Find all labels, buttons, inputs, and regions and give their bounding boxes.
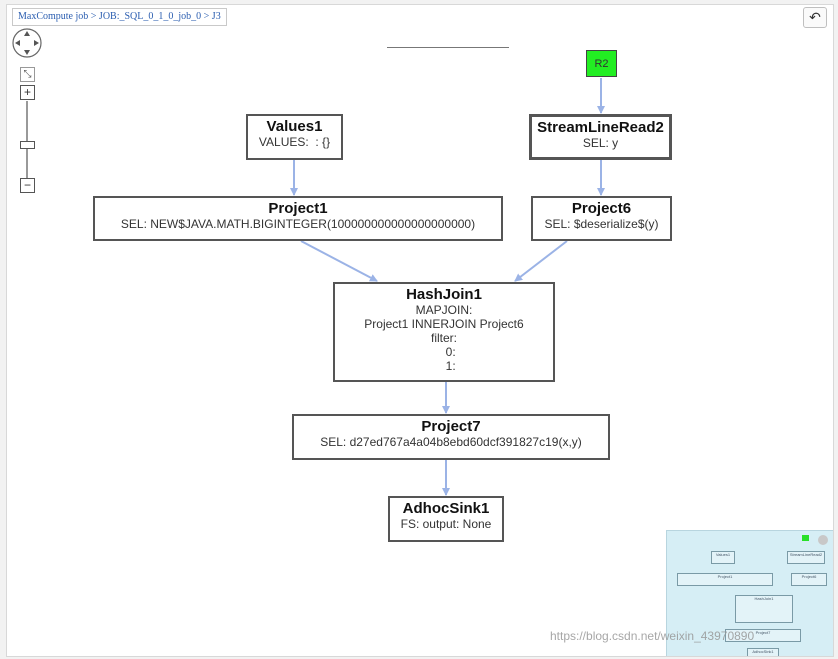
pan-up-icon[interactable] xyxy=(24,31,30,36)
minimap-node: Values1 xyxy=(711,551,735,564)
pan-right-icon[interactable] xyxy=(34,40,39,46)
node-adhocsink1[interactable]: AdhocSink1 FS: output: None xyxy=(388,496,504,542)
edges-layer xyxy=(290,78,605,496)
node-project7[interactable]: Project7 SEL: d27ed767a4a04b8ebd60dcf391… xyxy=(292,414,610,460)
watermark: https://blog.csdn.net/weixin_43970890 xyxy=(550,629,755,643)
zoom-slider-handle[interactable] xyxy=(20,141,35,149)
node-project6[interactable]: Project6 SEL: $deserialize$(y) xyxy=(531,196,672,241)
node-title: Values1 xyxy=(266,118,323,135)
node-streamlineread2[interactable]: StreamLineRead2 SEL: y xyxy=(529,114,672,160)
minimap-r2 xyxy=(802,535,809,541)
node-detail: SEL: NEW$JAVA.MATH.BIGINTEGER(1000000000… xyxy=(120,217,476,231)
node-detail: FS: output: None xyxy=(400,517,492,531)
minimap-node: Project6 xyxy=(791,573,827,586)
minimap-node: HashJoin1 xyxy=(735,595,793,623)
pan-left-icon[interactable] xyxy=(15,40,20,46)
minimap-node: StreamLineRead2 xyxy=(787,551,825,564)
zoom-in-button[interactable]: + xyxy=(20,85,35,100)
node-title: StreamLineRead2 xyxy=(537,119,664,136)
zoom-out-button[interactable]: − xyxy=(20,178,35,193)
divider xyxy=(387,47,509,48)
node-title: Project7 xyxy=(421,418,481,435)
node-values1[interactable]: Values1 VALUES: : {} xyxy=(246,114,343,160)
node-detail: SEL: y xyxy=(582,136,619,150)
node-detail: SEL: $deserialize$(y) xyxy=(544,217,659,231)
breadcrumb-separator: > xyxy=(90,11,97,22)
back-button[interactable]: ↶ xyxy=(803,7,827,28)
minimap-node: Project1 xyxy=(677,573,773,586)
breadcrumb-separator: > xyxy=(203,11,210,22)
minimap[interactable]: Values1 StreamLineRead2 Project1 Project… xyxy=(666,530,833,656)
node-title: HashJoin1 xyxy=(406,286,482,303)
pan-control[interactable] xyxy=(11,27,43,59)
node-title: AdhocSink1 xyxy=(402,500,490,517)
edge-project6-hashjoin1 xyxy=(514,240,568,282)
minimap-close-icon[interactable] xyxy=(818,535,828,545)
node-detail: VALUES: : {} xyxy=(258,135,331,149)
node-detail: MAPJOIN: Project1 INNERJOIN Project6 fil… xyxy=(364,303,524,373)
node-hashjoin1[interactable]: HashJoin1 MAPJOIN: Project1 INNERJOIN Pr… xyxy=(333,282,555,382)
pan-down-icon[interactable] xyxy=(24,50,30,55)
breadcrumb-task[interactable]: J3 xyxy=(211,11,221,22)
node-title: Project1 xyxy=(268,200,328,217)
breadcrumb-root[interactable]: MaxCompute job xyxy=(18,11,89,22)
undo-arrow-icon: ↶ xyxy=(809,9,821,25)
node-detail: SEL: d27ed767a4a04b8ebd60dcf391827c19(x,… xyxy=(320,435,582,449)
node-project1[interactable]: Project1 SEL: NEW$JAVA.MATH.BIGINTEGER(1… xyxy=(93,196,503,241)
edge-project1-hashjoin1 xyxy=(300,240,378,282)
fit-to-screen-icon[interactable]: ⤡ xyxy=(20,67,35,82)
node-title: Project6 xyxy=(571,200,632,217)
minimap-node: AdhocSink1 xyxy=(747,648,779,656)
breadcrumb-job[interactable]: JOB:_SQL_0_1_0_job_0 xyxy=(98,11,202,22)
breadcrumb: MaxCompute job > JOB:_SQL_0_1_0_job_0 > … xyxy=(12,8,227,26)
graph-canvas[interactable]: MaxCompute job > JOB:_SQL_0_1_0_job_0 > … xyxy=(6,4,834,657)
minimap-node: Project7 xyxy=(725,629,801,642)
node-r2[interactable]: R2 xyxy=(586,50,617,77)
pan-compass-icon xyxy=(12,28,42,58)
